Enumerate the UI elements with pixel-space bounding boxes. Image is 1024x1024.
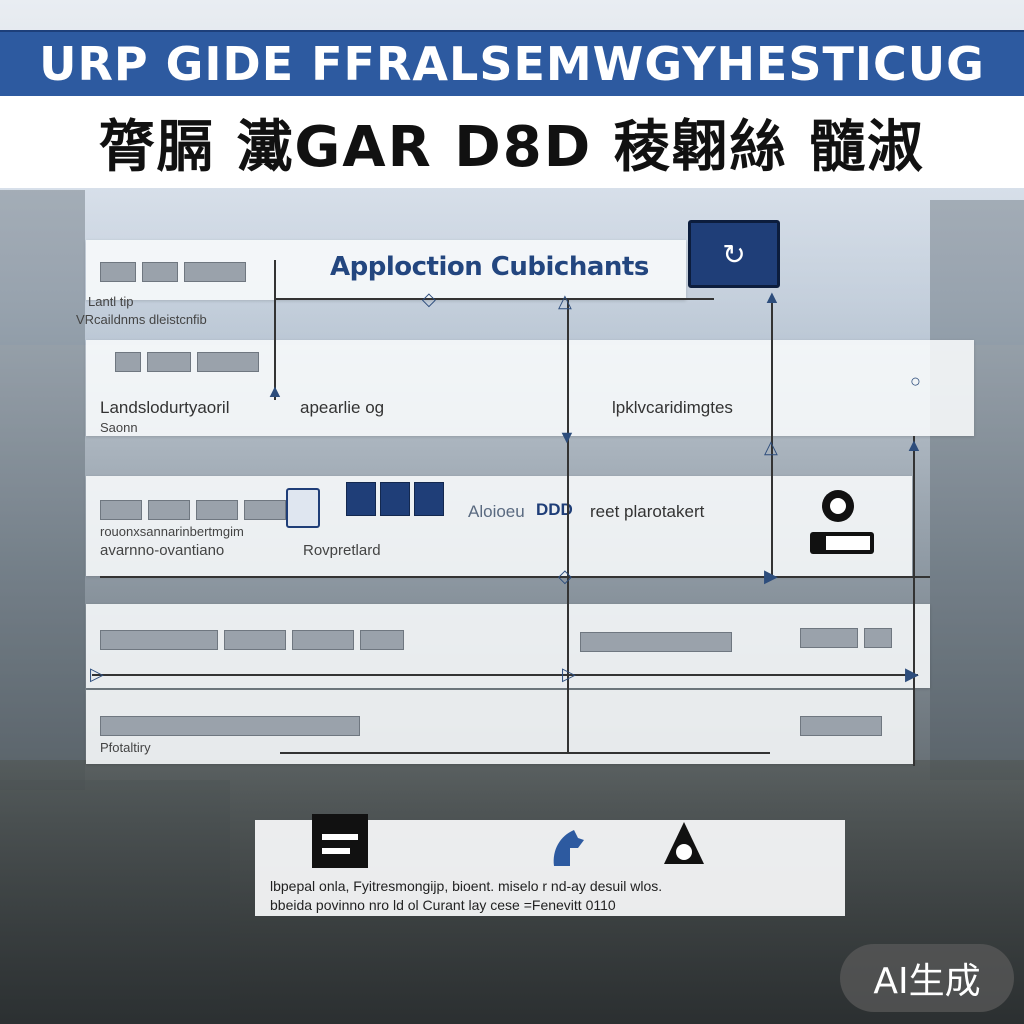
node-icon: ▷ bbox=[90, 664, 104, 684]
diagram-heading: Apploction Cubichants bbox=[330, 252, 649, 282]
node-icon: △ bbox=[558, 291, 572, 311]
row5-label-a: Pfotaltiry bbox=[100, 740, 151, 755]
row3-label-f: reet plarotakert bbox=[590, 502, 705, 521]
connector-vertical-right bbox=[771, 298, 773, 578]
node-icon: ▲ bbox=[905, 435, 923, 455]
footer-text-2: bbeida povinno nro ld ol Curant lay cese… bbox=[270, 897, 616, 913]
placeholder-blocks-5 bbox=[100, 716, 360, 736]
connector-row4 bbox=[92, 674, 918, 676]
location-pin-icon bbox=[662, 820, 706, 868]
placeholder-blocks-3 bbox=[100, 500, 286, 520]
horse-icon bbox=[548, 826, 588, 868]
page-title: URP GIDE FFRALSEMWGYHESTICUG bbox=[39, 37, 985, 91]
cup-icon bbox=[286, 488, 320, 528]
row3-label-e: DDD bbox=[536, 500, 573, 519]
row3-label-a: rouonxsannarinbertmgim bbox=[100, 524, 244, 539]
connector-row3 bbox=[100, 576, 930, 578]
placeholder-blocks-4b bbox=[580, 632, 732, 652]
connector-vertical-left bbox=[274, 260, 276, 400]
row3-label-d: Aloioeu bbox=[468, 502, 525, 521]
title-banner: URP GIDE FFRALSEMWGYHESTICUG bbox=[0, 30, 1024, 98]
footer-text-1: lbpepal onla, Fyitresmongijp, bioent. mi… bbox=[270, 878, 663, 894]
placeholder-blocks-5b bbox=[800, 716, 882, 736]
node-icon: ▼ bbox=[558, 427, 576, 447]
monitor-icon: ↻ bbox=[688, 220, 780, 288]
connector-vertical-far-right bbox=[913, 436, 915, 766]
placeholder-blocks-4 bbox=[100, 630, 404, 650]
placeholder-blocks-2 bbox=[115, 352, 259, 372]
node-icon: △ bbox=[764, 437, 778, 457]
subtitle-band: 膂膈 瀻GAR D8D 稜翺絲 髓淑 bbox=[0, 96, 1024, 188]
connector-row1 bbox=[274, 298, 714, 300]
panel-row-3 bbox=[86, 476, 912, 576]
document-icon bbox=[312, 814, 368, 868]
node-icon: ○ bbox=[910, 371, 921, 391]
connector-row5 bbox=[280, 752, 770, 754]
node-icon: ▶ bbox=[905, 664, 919, 684]
placeholder-blocks-1 bbox=[100, 262, 246, 282]
building-left bbox=[0, 190, 85, 790]
ai-badge-text: AI生成 bbox=[873, 961, 981, 1002]
row1-label-a: Lantl tip bbox=[88, 294, 134, 309]
node-icon: ▲ bbox=[266, 381, 284, 401]
row1-label-b: VRcaildnms dleistcnfib bbox=[76, 312, 207, 327]
headset-icon bbox=[804, 484, 874, 558]
ai-generated-badge: AI生成 bbox=[840, 944, 1014, 1012]
row2-label-c: apearlie og bbox=[300, 398, 385, 417]
placeholder-blocks-4c bbox=[800, 628, 892, 648]
row2-label-b: Saonn bbox=[100, 420, 138, 435]
node-icon: ▶ bbox=[764, 566, 778, 586]
row3-label-c: Rovpretlard bbox=[303, 542, 381, 559]
dark-blocks-3 bbox=[346, 482, 444, 516]
building-right bbox=[930, 200, 1024, 780]
row2-label-a: Landslodurtyaoril bbox=[100, 398, 230, 417]
node-icon: ▲ bbox=[763, 287, 781, 307]
row3-label-b: avarnno-ovantiano bbox=[100, 542, 225, 559]
page-subtitle: 膂膈 瀻GAR D8D 稜翺絲 髓淑 bbox=[98, 114, 926, 180]
node-icon: ◇ bbox=[558, 566, 572, 586]
row2-label-d: lpklvcaridimgtes bbox=[612, 398, 733, 417]
node-icon: ▷ bbox=[562, 664, 576, 684]
node-icon: ◇ bbox=[422, 289, 436, 309]
connector-vertical-center bbox=[567, 298, 569, 754]
